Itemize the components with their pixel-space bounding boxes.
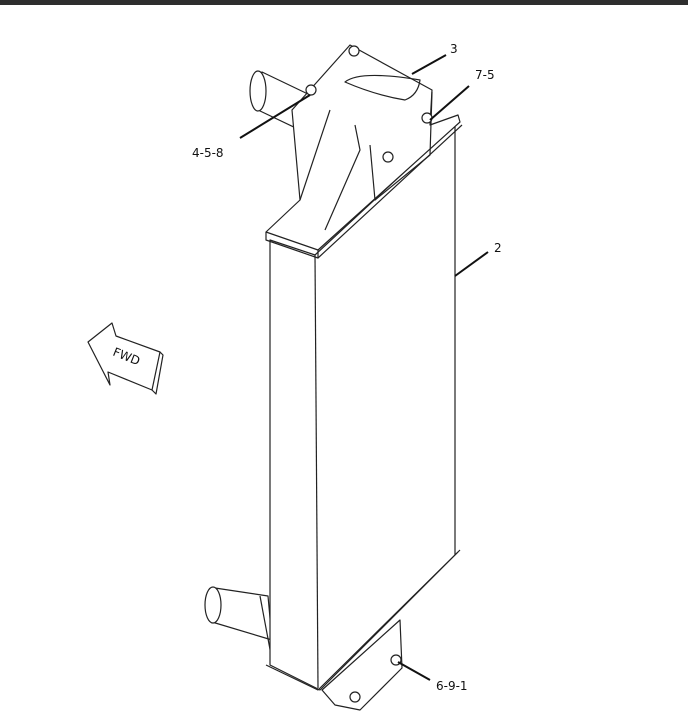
leader-2 [454, 251, 489, 277]
callout-7-5: 7-5 [475, 68, 495, 82]
leader-3 [411, 54, 447, 75]
leader-4-5-8 [239, 94, 311, 139]
upper-bracket [265, 44, 463, 259]
callout-3: 3 [450, 42, 458, 56]
leader-7-5 [429, 85, 470, 121]
callout-6-9-1: 6-9-1 [436, 679, 468, 693]
callout-2: 2 [494, 241, 502, 255]
callout-4-5-8: 4-5-8 [192, 146, 224, 160]
aftercooler-core [265, 124, 461, 691]
top-bar [0, 0, 688, 5]
lower-outlet-pipe [204, 586, 273, 661]
forward-direction-arrow: FWD [87, 322, 164, 395]
leader-6-9-1 [397, 661, 431, 681]
lower-bracket [321, 619, 403, 711]
